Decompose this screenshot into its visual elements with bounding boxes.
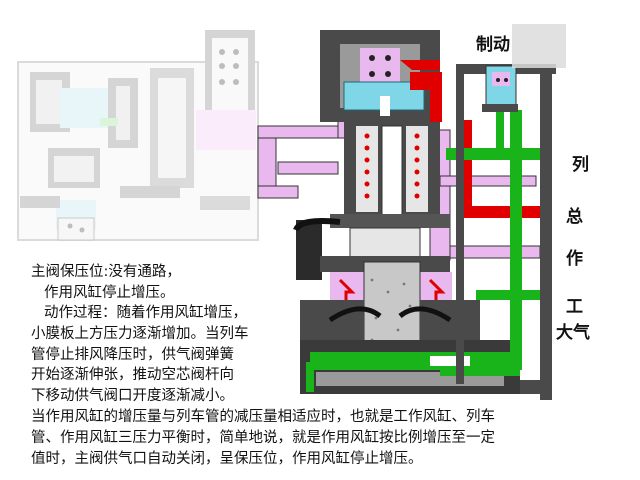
blurred-title-patch <box>512 24 566 68</box>
desc-line-1: 主阀保压位:没有通路， <box>31 264 181 280</box>
brake-valve-small <box>482 65 518 148</box>
desc-line-5: 管停止排风降压时，供气阀弹簧 <box>31 347 234 363</box>
desc-line-7: 下移动供气阀口开度逐渐减小。 <box>31 388 234 404</box>
diagram-title: 制动 <box>476 35 510 55</box>
desc-line-2: 作用风缸停止增压。 <box>44 285 175 301</box>
desc-line-3: 动作过程：随着作用风缸增压， <box>44 305 247 321</box>
label-action: 作 <box>566 249 583 269</box>
red-passages <box>400 60 540 218</box>
desc-line-6: 开始逐渐伸张，推动空芯阀杆向 <box>31 367 234 383</box>
label-work: 工 <box>566 297 583 317</box>
main-valve-body <box>293 30 520 394</box>
desc-line-9: 管、作用风缸三压力平衡时，简单地说，就是作用风缸按比例增压至一定 <box>31 430 495 446</box>
desc-line-8: 当作用风缸的增压量与列车管的减压量相适应时，也就是工作风缸、列车 <box>31 409 495 425</box>
faded-valve-schematic <box>17 30 259 241</box>
label-atmosphere: 大气 <box>556 323 590 343</box>
label-main: 总 <box>566 207 583 227</box>
desc-line-4: 小膜板上方压力逐渐增加。当列车 <box>31 326 249 342</box>
green-passages <box>440 110 546 376</box>
desc-line-10: 值时，主阀供气口自动关闭，呈保压位，作用风缸停止增压。 <box>31 451 423 467</box>
label-train-pipe: 列 <box>572 155 589 175</box>
